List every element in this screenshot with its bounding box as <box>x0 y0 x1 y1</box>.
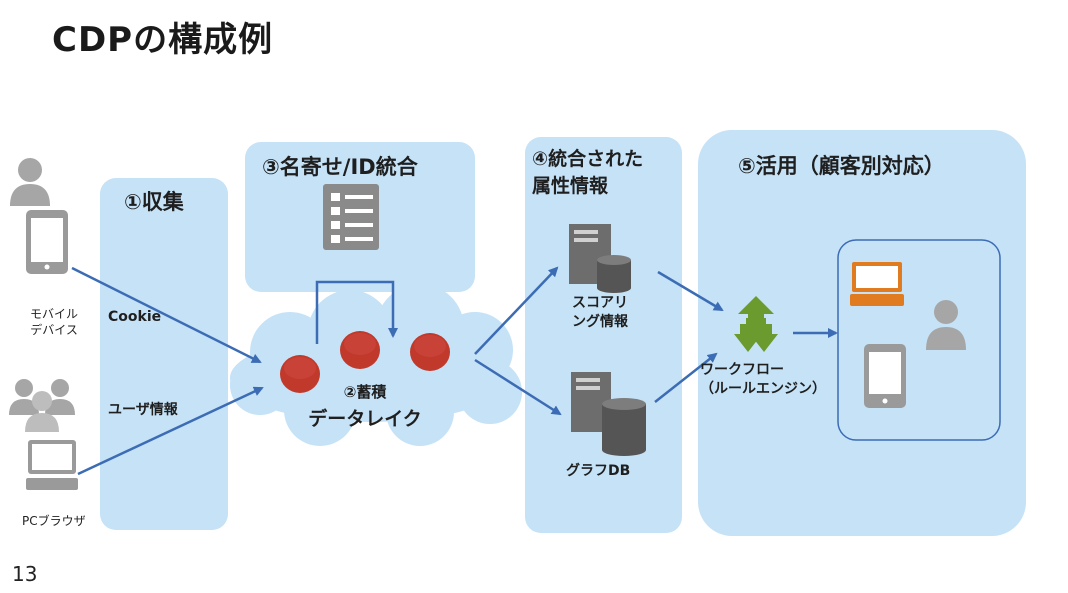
graphdb-to-workflow-arrow <box>654 352 718 403</box>
scoring-label: スコアリ ング情報 <box>572 294 628 332</box>
collect-panel <box>100 178 228 530</box>
cookie-label: Cookie <box>108 309 162 325</box>
pc-arrow <box>77 386 264 476</box>
mobile-label-line1: モバイル <box>30 307 79 321</box>
workflow-label: ワークフロー （ルールエンジン） <box>700 361 826 399</box>
page-number: 13 <box>12 562 38 586</box>
lake-label-line1: ②蓄積 <box>343 383 387 401</box>
lake-to-graphdb-arrow <box>474 358 562 416</box>
data-node-1 <box>280 355 320 393</box>
attributes-panel <box>525 137 682 533</box>
workflow-icon <box>734 296 778 352</box>
lake-to-scoring-arrow <box>474 266 559 355</box>
mobile-user-icon <box>10 158 50 206</box>
data-lake-label: ②蓄積 データレイク <box>300 381 430 431</box>
attributes-title-line2: 属性情報 <box>532 175 609 197</box>
pc-browser-label: PCブラウザ <box>22 514 86 528</box>
activation-title: ⑤活用（顧客別対応） <box>738 154 945 178</box>
smartphone-icon <box>26 210 68 274</box>
scoring-label-line2: ング情報 <box>572 314 628 330</box>
attributes-title-line1: ④統合された <box>532 148 644 170</box>
data-node-3 <box>410 333 450 371</box>
mobile-label-line2: デバイス <box>30 323 78 337</box>
user-group-icon <box>9 379 75 432</box>
workflow-label-line2: （ルールエンジン） <box>700 381 826 397</box>
customer-person-icon <box>926 300 966 350</box>
graph-db-label: グラフDB <box>566 463 631 479</box>
data-lake-cloud <box>230 284 522 446</box>
scoring-label-line1: スコアリ <box>572 295 628 311</box>
graphdb-server-icon <box>571 372 646 456</box>
nayose-loop-arrow <box>315 280 398 344</box>
page-title: CDPの構成例 <box>52 20 274 60</box>
scoring-to-workflow-arrow <box>657 270 724 312</box>
user-info-label: ユーザ情報 <box>108 402 178 418</box>
laptop-icon <box>850 262 904 306</box>
workflow-label-line1: ワークフロー <box>700 362 784 378</box>
attributes-title: ④統合された 属性情報 <box>532 144 643 198</box>
pc-laptop-icon <box>26 440 78 490</box>
lake-label-line2: データレイク <box>308 408 422 430</box>
checklist-icon <box>323 184 379 250</box>
mobile-arrow <box>71 266 262 364</box>
data-node-2 <box>340 331 380 369</box>
nayose-title: ③名寄せ/ID統合 <box>262 155 418 179</box>
collect-title: ①収集 <box>124 190 184 214</box>
scoring-server-icon <box>569 224 631 293</box>
customer-phone-icon <box>864 344 906 408</box>
mobile-device-label: モバイル デバイス <box>30 306 78 338</box>
